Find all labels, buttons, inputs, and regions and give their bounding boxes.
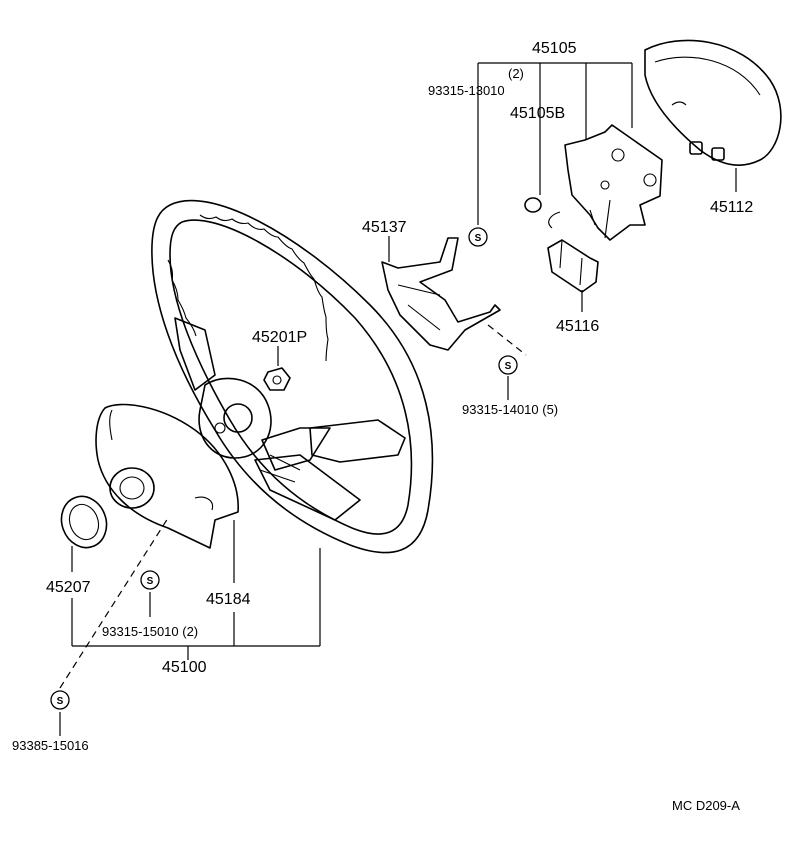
label-45137: 45137 xyxy=(362,219,407,236)
retainer-ring-45207 xyxy=(60,495,108,549)
label-45100: 45100 xyxy=(162,659,207,676)
s-symbol-93385-15016: S xyxy=(50,690,70,710)
label-93315-15010: 93315-15010 (2) xyxy=(102,624,198,639)
s-symbol-93315-14010: S xyxy=(498,355,518,375)
label-45112: 45112 xyxy=(710,199,753,216)
svg-text:S: S xyxy=(505,361,512,372)
label-45184: 45184 xyxy=(206,591,251,608)
steering-wheel-hub xyxy=(174,317,406,521)
label-45207: 45207 xyxy=(46,579,91,596)
nut-45201P xyxy=(263,367,291,391)
steering-pad-cover xyxy=(95,403,239,549)
horn-contact-45116 xyxy=(547,239,599,293)
label-45105: 45105 xyxy=(532,40,577,57)
svg-text:S: S xyxy=(57,696,64,707)
s-symbol-93315-15010: S xyxy=(140,570,160,590)
leader-lines xyxy=(59,62,737,736)
steering-wheel-rim xyxy=(151,199,434,554)
label-45105B: 45105B xyxy=(510,105,565,122)
horn-switch-assembly-45105 xyxy=(548,124,663,241)
label-93315-13010: 93315-13010 xyxy=(428,83,505,98)
svg-text:S: S xyxy=(147,576,154,587)
label-93315-14010: 93315-14010 (5) xyxy=(462,402,558,417)
s-symbol-93315-13010: S xyxy=(468,227,488,247)
label-45201P: 45201P xyxy=(252,329,307,346)
cover-45112 xyxy=(644,39,782,166)
label-93385-15016: 93385-15016 xyxy=(12,738,89,753)
label-45116: 45116 xyxy=(556,318,599,335)
bracket-45137 xyxy=(381,237,501,351)
diagram-code: MC D209-A xyxy=(672,798,740,813)
clip-45105B xyxy=(524,197,542,213)
svg-text:S: S xyxy=(475,233,482,244)
label-45105-qty: (2) xyxy=(508,66,524,81)
